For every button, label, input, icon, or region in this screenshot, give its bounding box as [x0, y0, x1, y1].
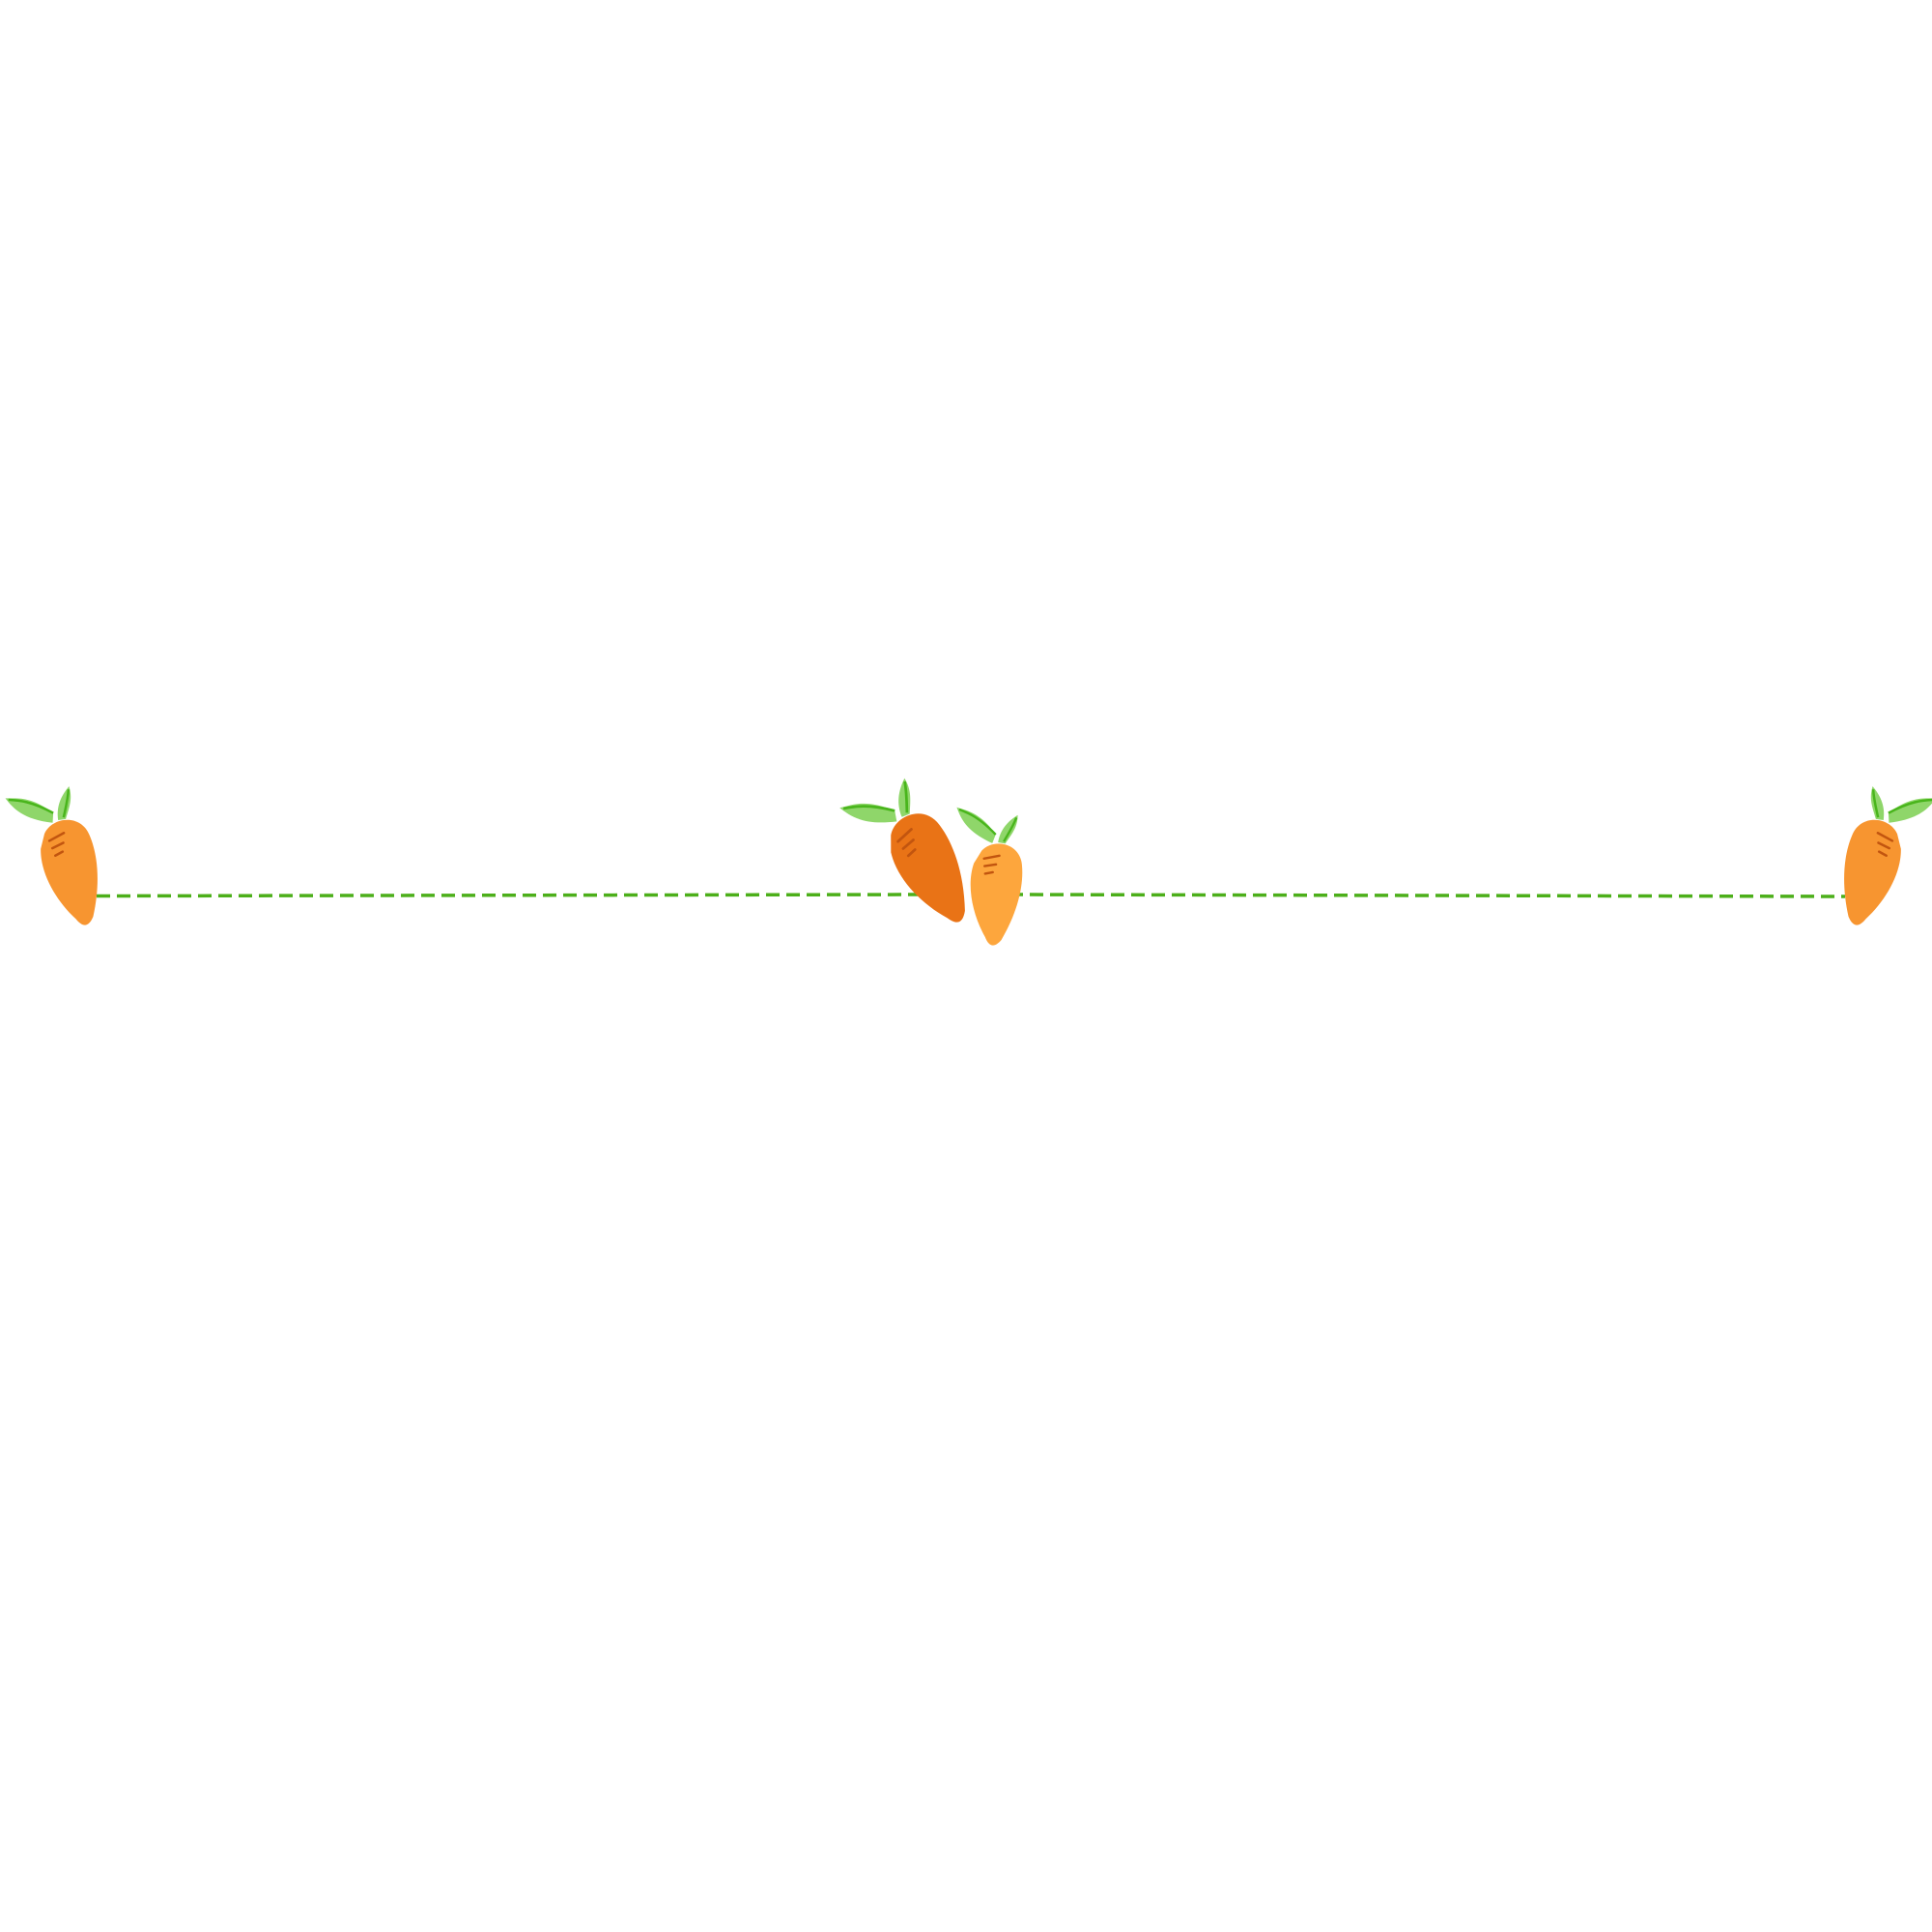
carrot-icon	[3, 782, 106, 935]
dashed-line-right	[1009, 893, 1846, 898]
carrot-pair-icon	[837, 770, 1035, 951]
dashed-line-left	[96, 893, 928, 898]
carrot-icon	[1835, 782, 1932, 935]
carrot-icon-large	[837, 770, 980, 949]
